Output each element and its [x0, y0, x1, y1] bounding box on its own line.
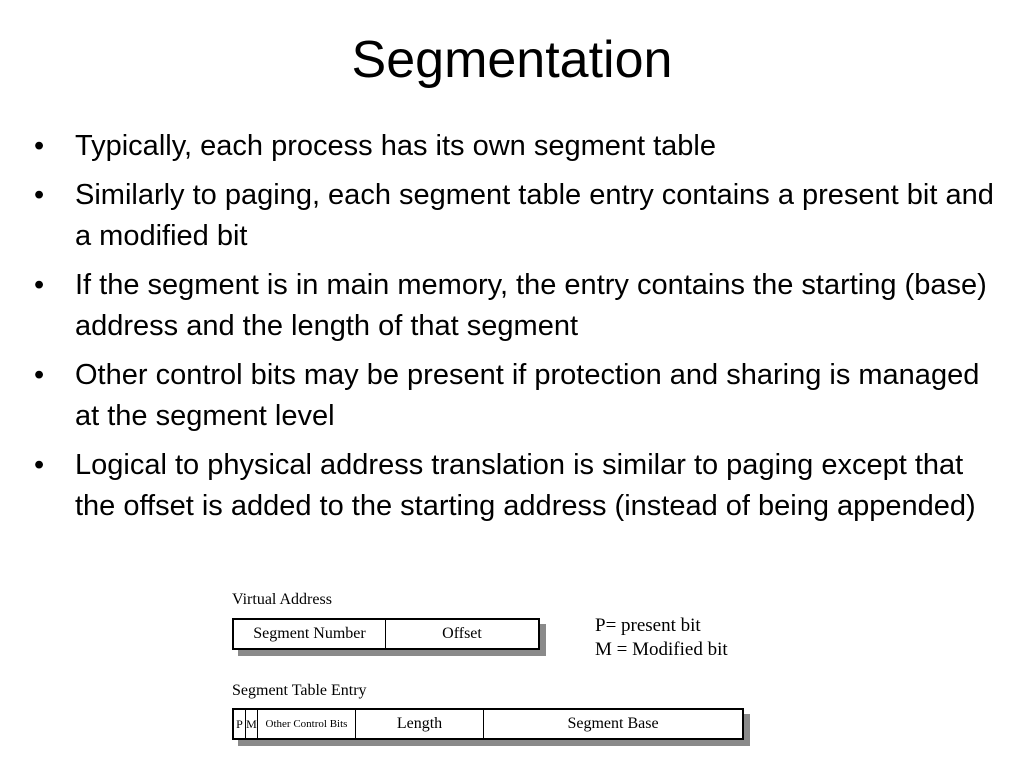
bullet-item: • Logical to physical address translatio… — [30, 445, 1005, 527]
slide-title: Segmentation — [351, 31, 673, 89]
present-bit-field: P — [234, 710, 246, 738]
length-field: Length — [356, 710, 484, 738]
segment-number-field: Segment Number — [234, 620, 386, 648]
bullet-dot-icon: • — [34, 449, 45, 481]
bit-legend: P= present bit M = Modified bit — [595, 614, 728, 662]
modified-bit-field: M — [246, 710, 258, 738]
bullet-text: Other control bits may be present if pro… — [75, 359, 980, 432]
bullet-text: Similarly to paging, each segment table … — [75, 179, 994, 252]
bullet-list: • Typically, each process has its own se… — [30, 126, 1005, 535]
segment-table-entry-label: Segment Table Entry — [232, 682, 367, 699]
offset-field: Offset — [442, 625, 482, 642]
virtual-address-box: Segment Number Offset — [232, 618, 540, 650]
bullet-dot-icon: • — [34, 130, 45, 162]
bullet-item: • Typically, each process has its own se… — [30, 126, 1005, 167]
bullet-text: Logical to physical address translation … — [75, 449, 976, 522]
bullet-item: • If the segment is in main memory, the … — [30, 265, 1005, 347]
segmentation-diagram: Virtual Address Segment Number Offset P=… — [228, 588, 758, 750]
bullet-dot-icon: • — [34, 359, 45, 391]
legend-modified-bit: M = Modified bit — [595, 639, 728, 660]
other-control-bits-field: Other Control Bits — [258, 710, 356, 738]
bullet-item: • Other control bits may be present if p… — [30, 355, 1005, 437]
bullet-dot-icon: • — [34, 179, 45, 211]
bullet-text: If the segment is in main memory, the en… — [75, 269, 987, 342]
legend-present-bit: P= present bit — [595, 615, 701, 636]
bullet-text: Typically, each process has its own segm… — [75, 130, 717, 162]
virtual-address-label: Virtual Address — [232, 591, 332, 608]
bullet-dot-icon: • — [34, 269, 45, 301]
segment-table-entry-box: P M Other Control Bits Length Segment Ba… — [232, 708, 744, 740]
bullet-item: • Similarly to paging, each segment tabl… — [30, 175, 1005, 257]
segment-base-field: Segment Base — [567, 715, 659, 732]
